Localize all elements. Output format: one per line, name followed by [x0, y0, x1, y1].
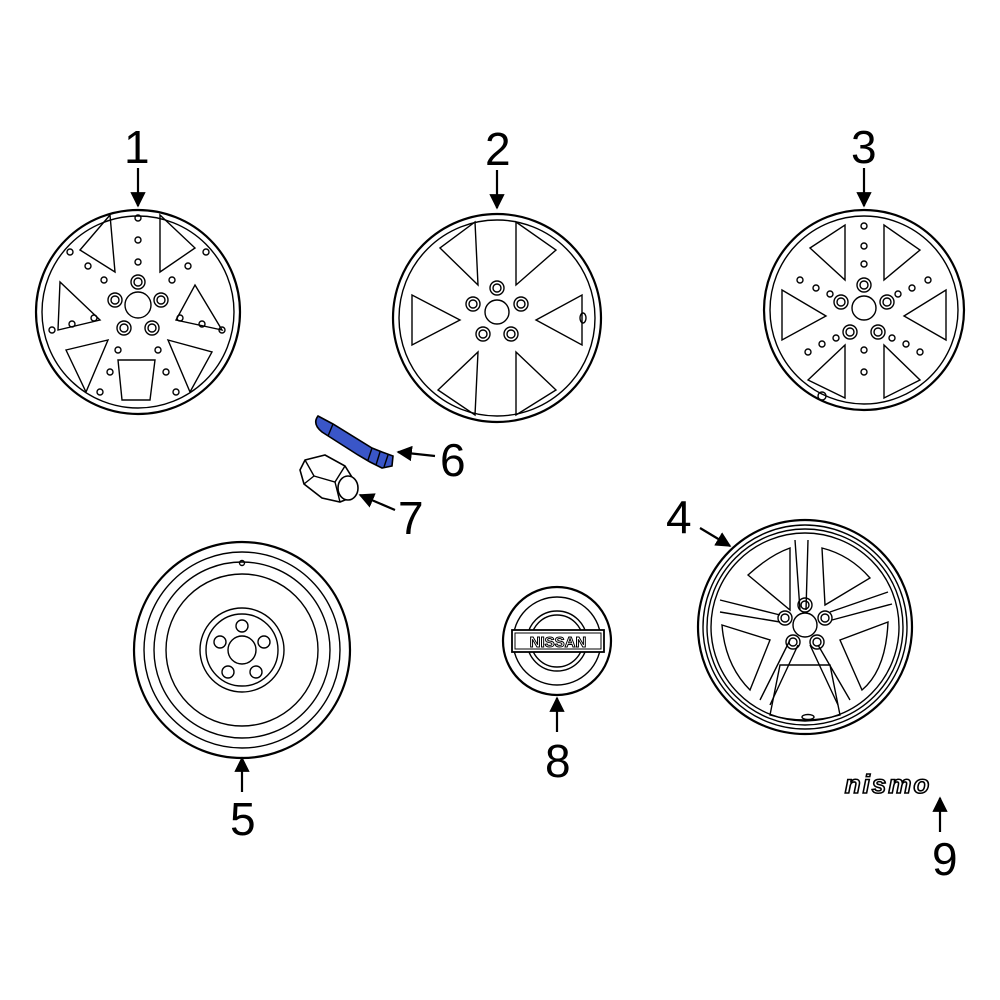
wheel-2-6-spoke[interactable] — [391, 212, 603, 424]
center-cap-logo-text: NISSAN — [530, 634, 587, 651]
center-cap-part-8[interactable]: NISSAN — [501, 585, 613, 697]
lug-nut-part-7[interactable] — [299, 454, 359, 503]
leader-6 — [396, 445, 436, 462]
valve-stem-part-6[interactable] — [314, 414, 394, 469]
callout-2: 2 — [485, 123, 511, 175]
callout-6: 6 — [440, 434, 466, 486]
leader-4 — [699, 527, 732, 547]
nismo-emblem-part-9[interactable]: nismo — [844, 768, 932, 800]
wheel-3-6-spoke-drilled[interactable] — [762, 208, 966, 412]
nismo-emblem-text: nismo — [845, 769, 932, 799]
callout-7: 7 — [398, 492, 424, 544]
wheel-4-5-split-spoke[interactable] — [696, 518, 914, 736]
callout-4: 4 — [666, 491, 692, 543]
callout-8: 8 — [545, 735, 571, 787]
callout-9: 9 — [932, 833, 958, 885]
callout-5: 5 — [230, 793, 256, 845]
callout-1: 1 — [124, 121, 150, 173]
spare-wheel-part-5[interactable] — [132, 540, 352, 760]
leader-7 — [358, 493, 396, 512]
wheel-1-7-spoke[interactable] — [34, 208, 242, 416]
callout-3: 3 — [851, 121, 877, 173]
